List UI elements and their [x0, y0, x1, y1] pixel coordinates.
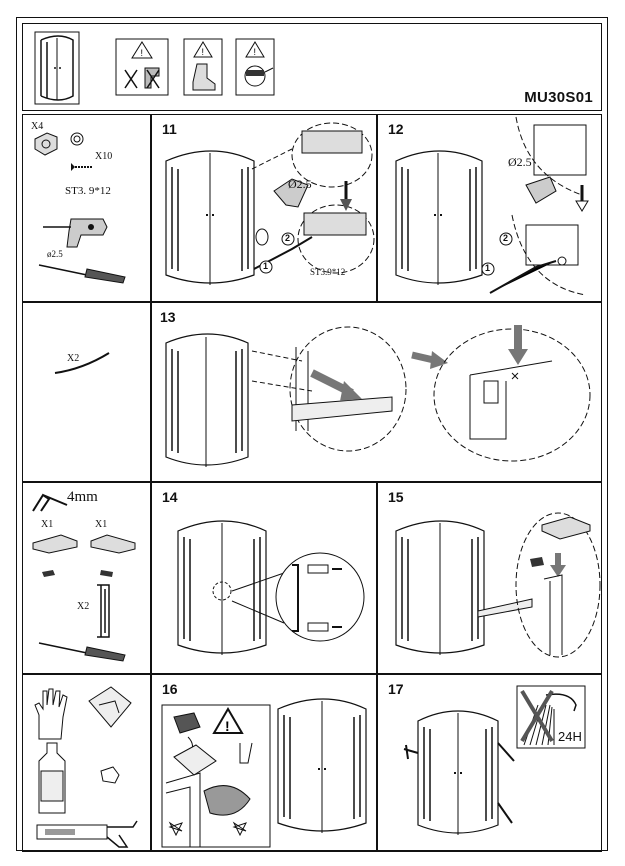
parts-cell-2: X2: [22, 302, 151, 482]
step-11-detail: [251, 122, 375, 274]
step-12-marker-1: 1: [485, 263, 491, 273]
no-water-24h-icon: [516, 685, 586, 749]
step-13-detail: [251, 325, 591, 462]
parts-cell-1: X4 X10 ST3. 9*12 ø2.5: [22, 114, 151, 302]
cleaner-bottle-icon: [38, 742, 66, 814]
cloth-icon: [88, 686, 132, 728]
step-14-enclosure: [177, 520, 267, 655]
screwdriver-icon-2: [38, 642, 126, 662]
step-16-cell: 16 !: [151, 674, 377, 852]
top-cap-left-icon: [32, 534, 78, 554]
gloves-icon: [34, 688, 68, 740]
step-13-cell: 13: [151, 302, 602, 482]
step-12-enclosure: [395, 150, 483, 285]
step-11-marker-1: 1: [263, 261, 269, 271]
hinge-cap-icon: [34, 132, 84, 156]
step-17-enclosure: [403, 710, 515, 835]
step-16-enclosure: [277, 698, 367, 833]
step-15-enclosure: [395, 520, 485, 655]
step-12-cell: 12 Ø2.5 2 1: [377, 114, 602, 302]
step-12-detail: [481, 116, 589, 296]
small-plug-right-icon: [100, 570, 113, 577]
handle-icon: [97, 584, 110, 638]
qty-right-cap-label: X1: [95, 519, 108, 530]
svg-text:!: !: [202, 47, 205, 57]
no-power-tools-warning-icon: !: [115, 38, 169, 96]
screw-spec-label: ST3. 9*12: [65, 185, 111, 197]
drill-bit-label: ø2.5: [47, 249, 63, 259]
step-15-number: 15: [388, 489, 404, 505]
step-17-number: 17: [388, 681, 404, 697]
qty-handle-label: X2: [77, 601, 90, 612]
parts-cell-4: [22, 674, 151, 852]
small-plug-left-icon: [42, 570, 55, 577]
step-16-cleaning-illustration: !: [161, 704, 271, 848]
safety-goggles-warning-icon: !: [235, 38, 275, 96]
step-13-number: 13: [160, 309, 176, 325]
seal-strip-icon: [54, 352, 110, 374]
cure-time-label: 24H: [558, 729, 582, 744]
parts-cell-3: 4mm X1 X1 X2: [22, 482, 151, 674]
step-12-drill-label: Ø2.5: [508, 155, 532, 169]
svg-text:!: !: [141, 48, 144, 58]
step-17-cell: 17 24H: [377, 674, 602, 852]
step-11-enclosure: [165, 150, 255, 285]
screw-icon: [71, 163, 93, 171]
step-12-marker-2: 2: [503, 233, 509, 243]
qty-screw-label: X10: [95, 151, 113, 162]
page-frame: [16, 17, 608, 851]
step-14-cell: 14: [151, 482, 377, 674]
caulking-gun-icon: [36, 820, 138, 848]
screwdriver-icon: [38, 264, 126, 284]
shower-enclosure-icon: [34, 31, 80, 105]
hex-key-size-label: 4mm: [67, 489, 98, 505]
qty-cap-label: X4: [31, 121, 44, 132]
step-15-cell: 15: [377, 482, 602, 674]
step-11-marker-2: 2: [285, 233, 291, 243]
model-number: MU30S01: [524, 89, 593, 106]
step-13-enclosure: [165, 333, 249, 467]
step-14-number: 14: [162, 489, 178, 505]
step-14-handle-detail: [231, 552, 365, 642]
step-16-number: 16: [162, 681, 178, 697]
step-11-screw-label: ST3.9*12: [310, 267, 346, 277]
step-12-number: 12: [388, 121, 404, 137]
top-cap-right-icon: [90, 534, 136, 554]
safety-boots-warning-icon: !: [183, 38, 223, 96]
header-panel: ! ! ! MU30S01: [22, 23, 602, 111]
step-11-number: 11: [162, 121, 177, 137]
svg-text:!: !: [254, 47, 257, 57]
sealant-cap-icon: [100, 766, 120, 784]
step-15-cap-detail: [477, 512, 601, 658]
step-11-cell: 11 Ø2.5 ST3.9*12 2 1: [151, 114, 377, 302]
qty-strip-label: X2: [67, 353, 80, 364]
step-11-drill-label: Ø2.5: [288, 177, 312, 191]
qty-left-cap-label: X1: [41, 519, 54, 530]
hex-key-icon: [32, 493, 68, 512]
drill-icon: [43, 218, 108, 248]
svg-text:!: !: [225, 718, 230, 734]
